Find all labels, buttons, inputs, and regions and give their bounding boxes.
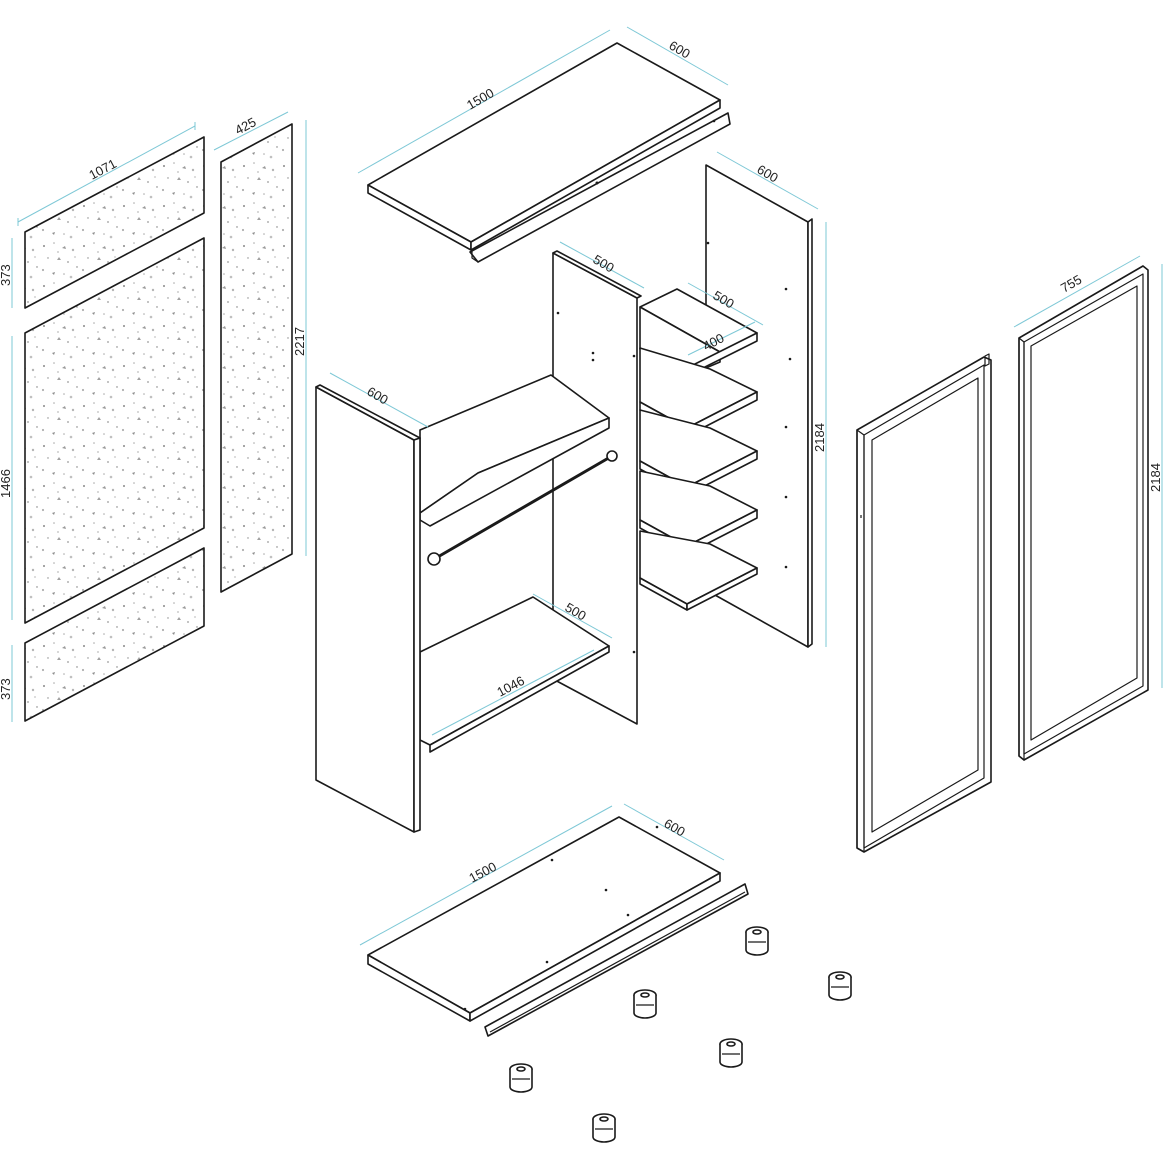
mirror-panel-top: [24, 136, 205, 309]
shelf-2: [639, 347, 758, 437]
lower-shelf-left: [419, 596, 610, 753]
dim-label-1500-bottom: 1500: [466, 859, 499, 886]
dim-label-1071: 1071: [86, 156, 119, 183]
foot-2: [828, 971, 852, 1001]
mirror-panel-middle: [24, 237, 205, 624]
door-frame-back: [1018, 265, 1149, 761]
hanging-rail: [427, 450, 618, 566]
dim-label-600-top: 600: [667, 38, 693, 62]
left-side-panel: [315, 384, 421, 833]
dim-mirror-top-height: 373: [0, 238, 13, 308]
foot-4: [719, 1038, 743, 1068]
dim-mirror-bottom-height: 373: [0, 645, 13, 722]
dim-label-373-top: 373: [0, 264, 13, 286]
dim-door-height: 2184: [1148, 264, 1163, 688]
dim-mirror-middle-height: 1466: [0, 336, 13, 620]
dim-label-1466: 1466: [0, 469, 13, 498]
foot-1: [745, 926, 769, 956]
foot-5: [509, 1063, 533, 1093]
dim-label-2217: 2217: [292, 327, 307, 356]
door-frame-front: [856, 353, 992, 853]
dim-label-2184-right: 2184: [812, 423, 827, 452]
foot-3: [633, 989, 657, 1019]
dim-label-373-bottom: 373: [0, 678, 13, 700]
foot-6: [592, 1113, 616, 1143]
bottom-board: [367, 816, 721, 1022]
dim-label-600-bottom: 600: [662, 816, 688, 840]
dim-label-425: 425: [232, 114, 258, 137]
side-mirror-panel: [220, 123, 293, 593]
middle-divider-panel: [552, 250, 642, 725]
shelf-5: [639, 530, 758, 611]
dim-label-1500-top: 1500: [464, 85, 497, 112]
dim-label-2184-door: 2184: [1148, 463, 1163, 492]
dim-right-panel-height: 2184: [812, 222, 827, 647]
top-board: [367, 42, 731, 263]
dim-label-600-right: 600: [755, 162, 781, 186]
mirror-panel-bottom: [24, 547, 205, 722]
dim-label-755: 755: [1058, 272, 1084, 296]
dim-side-mirror-height: 2217: [292, 120, 307, 556]
bottom-rail: [484, 883, 749, 1037]
